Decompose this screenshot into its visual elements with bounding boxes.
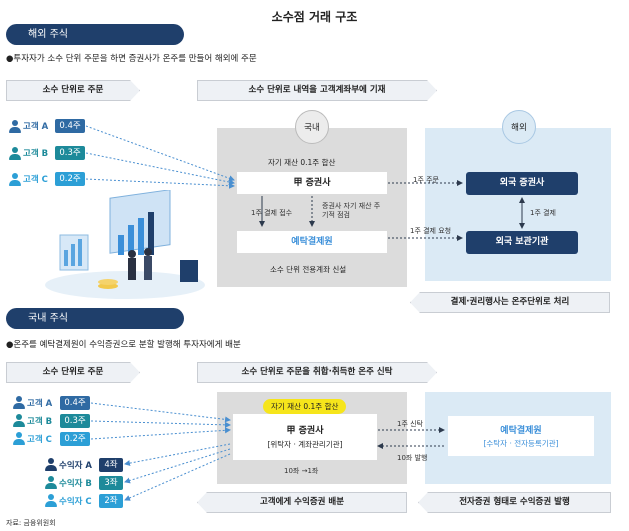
foreign-panel (425, 128, 611, 281)
dom-broker-box: 甲 증권사 [위탁자 · 계좌관리기관] (233, 414, 377, 460)
settle-request-label: 1주 결제 요청 (410, 227, 452, 235)
dom-ksd-name: 예탁결제원 (500, 426, 542, 436)
customer-c-qty: 0.2주 (55, 172, 85, 186)
beneficiary-a-qty: 4좌 (99, 458, 123, 472)
dom-broker-role: [위탁자 · 계좌관리기관] (267, 440, 343, 449)
customer-b-label: 고객 B (23, 149, 49, 159)
dom-customer-a-label: 고객 A (27, 399, 53, 409)
beneficiary-c-icon (44, 494, 57, 507)
dom-own-asset-note: 자기 재산 0.1주 합산 (263, 399, 347, 414)
domestic-label: 국내 (295, 110, 329, 144)
customer-c-icon (8, 173, 21, 186)
new-account-label: 소수 단위 전용계좌 신설 (270, 265, 347, 274)
dom-customer-b-icon (12, 414, 25, 427)
foreign-custodian-box: 외국 보관기관 (466, 231, 578, 254)
dom-customer-b-qty: 0.3주 (60, 414, 90, 428)
dom-broker-name: 甲 증권사 (286, 426, 324, 436)
domestic-banner-order: 소수 단위로 주문 (6, 362, 140, 383)
overseas-section-label: 해외 주식 (6, 24, 184, 45)
customer-a-icon (8, 120, 21, 133)
ksd-box: 예탁결제원 (237, 231, 387, 253)
source-note: 자료: 금융위원회 (6, 519, 56, 527)
overseas-banner-order: 소수 단위로 주문 (6, 80, 140, 101)
dom-customer-c-qty: 0.2주 (60, 432, 90, 446)
one-share-settle-label: 1주 결제 (530, 209, 556, 217)
dom-ksd-role: [수탁자 · 전자등록기관] (483, 439, 559, 448)
dom-ksd-box: 예탁결제원 [수탁자 · 전자등록기관] (448, 416, 594, 456)
customer-b-icon (8, 147, 21, 160)
trust-label: 1주 신탁 (397, 420, 423, 428)
dom-customer-c-label: 고객 C (27, 435, 52, 445)
dom-customer-a-icon (12, 396, 25, 409)
beneficiary-b-label: 수익자 B (59, 479, 92, 489)
domestic-panel (217, 128, 407, 287)
beneficiary-a-icon (44, 458, 57, 471)
issue-label: 10좌 발행 (397, 454, 428, 462)
one-share-order-label: 1주 주문 (413, 176, 439, 184)
beneficiary-c-qty: 2좌 (99, 494, 123, 508)
customer-b-qty: 0.3주 (55, 146, 85, 160)
domestic-banner-trust: 소수 단위로 주문을 취합·취득한 온주 신탁 (197, 362, 437, 383)
own-asset-note: 자기 재산 0.1주 합산 (268, 158, 336, 167)
beneficiary-b-qty: 3좌 (99, 476, 123, 490)
customer-a-qty: 0.4주 (55, 119, 85, 133)
dom-customer-c-icon (12, 432, 25, 445)
overseas-description: ●투자자가 소수 단위 주문을 하면 증권사가 온주를 만들어 해외에 주문 (6, 54, 257, 64)
domestic-section-label: 국내 주식 (6, 308, 184, 329)
page-title: 소수점 거래 구조 (271, 10, 358, 24)
overseas-bottom-banner: 결제·권리행사는 온주단위로 처리 (410, 292, 610, 313)
dom-customer-a-qty: 0.4주 (60, 396, 90, 410)
beneficiary-b-icon (44, 476, 57, 489)
settle-receive-label: 1주 결제 접수 (251, 209, 293, 217)
split-label: 10좌 →1좌 (284, 467, 319, 475)
overseas-banner-record: 소수 단위로 내역을 고객계좌부에 기재 (197, 80, 437, 101)
domestic-description: ●온주를 예탁결제원이 수익증권으로 분할 발행해 투자자에게 배분 (6, 340, 241, 350)
dom-customer-b-label: 고객 B (27, 417, 53, 427)
business-illustration (40, 189, 210, 305)
periodic-settle-label: 증권사 자기 재산 주기적 점검 (322, 202, 381, 219)
beneficiary-a-label: 수익자 A (59, 461, 92, 471)
foreign-label: 해외 (502, 110, 536, 144)
broker-box: 甲 증권사 (237, 172, 387, 194)
beneficiary-c-label: 수익자 C (59, 497, 92, 507)
customer-c-label: 고객 C (23, 175, 48, 185)
domestic-bottom-right-banner: 전자증권 형태로 수익증권 발행 (418, 492, 611, 513)
domestic-bottom-left-banner: 고객에게 수익증권 배분 (197, 492, 407, 513)
customer-a-label: 고객 A (23, 122, 49, 132)
foreign-broker-box: 외국 증권사 (466, 172, 578, 195)
